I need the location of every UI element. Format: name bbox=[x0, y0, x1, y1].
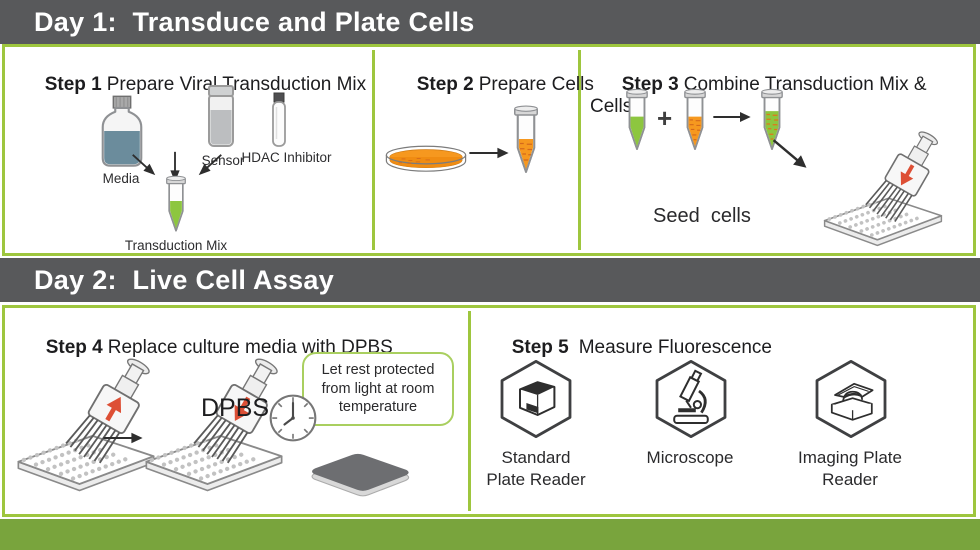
hdac-vial-icon bbox=[272, 92, 286, 147]
arrow-down-icon bbox=[132, 154, 156, 176]
plus-sign: + bbox=[657, 103, 673, 133]
footer-band bbox=[0, 519, 980, 550]
arrow-right-icon bbox=[713, 112, 751, 122]
step-divider bbox=[372, 50, 375, 250]
mixed-tube-icon bbox=[761, 88, 783, 150]
day1-header: Day 1: Transduce and Plate Cells bbox=[0, 0, 980, 44]
media-bottle-icon bbox=[101, 95, 143, 167]
day2-header: Day 2: Live Cell Assay bbox=[0, 258, 980, 302]
microscope-label: Microscope bbox=[646, 448, 734, 467]
arrow-right-icon bbox=[103, 432, 143, 444]
arrow-right-icon bbox=[469, 147, 509, 159]
standard-plate-reader-icon bbox=[500, 360, 572, 438]
imaging-plate-reader-icon bbox=[815, 360, 887, 438]
media-label: Media bbox=[102, 171, 140, 186]
transduction-mix-tube-icon bbox=[166, 175, 186, 232]
sensor-label: Sensor bbox=[201, 153, 245, 168]
step-divider bbox=[578, 50, 581, 250]
multichannel-pipette-plate-icon bbox=[145, 358, 283, 492]
standard-plate-reader-label: Standard Plate Reader bbox=[486, 448, 586, 490]
cells-tube-icon bbox=[514, 105, 538, 173]
day1-title: Day 1: Transduce and Plate Cells bbox=[34, 6, 475, 37]
imaging-plate-reader-label: Imaging Plate Reader bbox=[798, 448, 902, 490]
clock-icon bbox=[269, 394, 317, 442]
multichannel-pipette-plate-icon bbox=[823, 131, 943, 247]
microscope-icon bbox=[655, 360, 727, 438]
sensor-vial-icon bbox=[208, 85, 234, 147]
green-tube-icon bbox=[626, 88, 648, 150]
seed-cells-label: Seed cells bbox=[653, 205, 751, 227]
rest-callout: Let rest protected from light at room te… bbox=[302, 352, 454, 426]
step-divider bbox=[468, 311, 471, 511]
petri-dish-icon bbox=[385, 145, 467, 172]
covered-plate-icon bbox=[311, 453, 410, 497]
orange-tube-icon bbox=[684, 88, 706, 150]
multichannel-pipette-plate-icon bbox=[17, 358, 155, 492]
hdac-label: HDAC Inhibitor bbox=[241, 150, 332, 165]
transduction-mix-label: Transduction Mix bbox=[124, 238, 228, 253]
arrow-down-icon bbox=[198, 154, 222, 176]
day2-title: Day 2: Live Cell Assay bbox=[34, 264, 335, 295]
arrow-diagonal-icon bbox=[772, 139, 807, 168]
dpbs-label: DPBS bbox=[201, 394, 270, 422]
